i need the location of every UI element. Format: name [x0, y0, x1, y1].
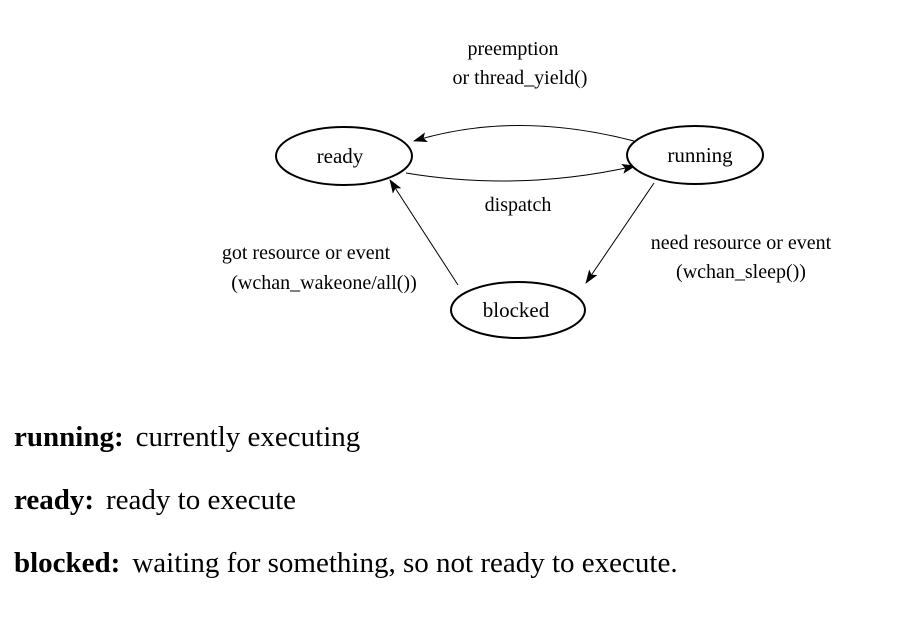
state-diagram: ready running blocked preemption or thre…: [222, 38, 832, 339]
sleep-label-line2: (wchan_sleep()): [676, 261, 806, 283]
wakeup-label-line1: got resource or event: [222, 242, 391, 264]
definition-ready: ready: ready to execute: [14, 483, 884, 517]
state-running: running: [626, 125, 764, 185]
definition-term: running:: [14, 421, 124, 453]
dispatch-arrow: [405, 163, 636, 182]
state-running-label: running: [667, 143, 733, 167]
definition-description: ready to execute: [106, 484, 297, 516]
state-ready-label: ready: [317, 144, 364, 168]
definition-description: currently executing: [135, 421, 361, 453]
sleep-arrow: [585, 182, 655, 284]
state-running-ellipse: [626, 125, 764, 185]
state-blocked-label: blocked: [483, 298, 550, 322]
state-definitions: running: currently executing ready: ready …: [14, 420, 884, 609]
definition-term: blocked:: [14, 547, 121, 579]
wakeup-arrow: [389, 179, 459, 286]
wakeup-label-line2: (wchan_wakeone/all()): [231, 272, 416, 294]
definition-term: ready:: [14, 484, 95, 516]
preemption-label-line1: preemption: [467, 38, 558, 60]
definition-running: running: currently executing: [14, 420, 884, 454]
definition-description: waiting for something, so not ready to e…: [132, 547, 678, 579]
state-blocked-ellipse: [450, 281, 586, 339]
sleep-label-line1: need resource or event: [651, 232, 832, 254]
state-blocked: blocked: [450, 281, 586, 339]
state-ready-ellipse: [275, 126, 413, 186]
preemption-label-line2: or thread_yield(): [453, 67, 588, 89]
state-ready: ready: [275, 126, 413, 186]
definition-blocked: blocked: waiting for something, so not re…: [14, 546, 884, 580]
preemption-arrow: [413, 125, 635, 142]
dispatch-label: dispatch: [485, 194, 552, 216]
